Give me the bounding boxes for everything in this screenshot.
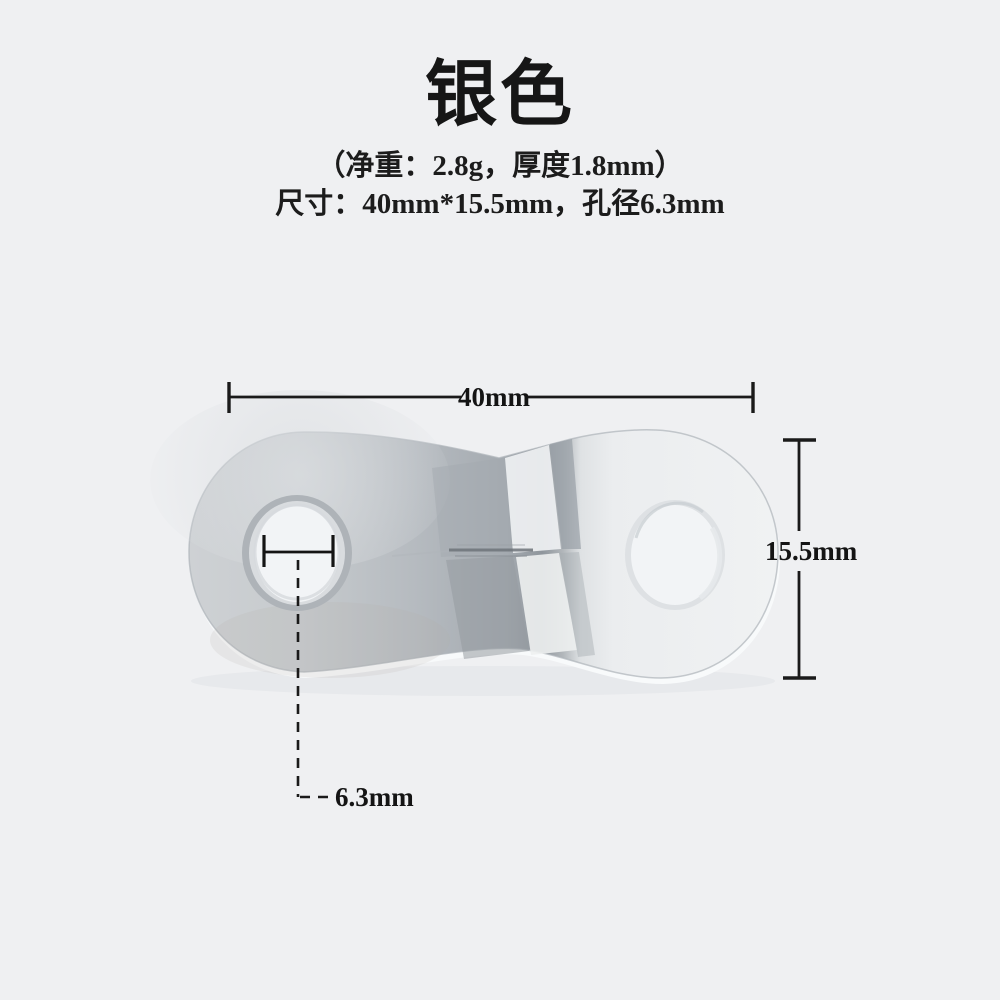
size-subtitle: 尺寸：40mm*15.5mm，孔径6.3mm	[275, 188, 725, 220]
fold-shading	[432, 439, 595, 659]
right-hole	[625, 500, 725, 610]
product-color-title: 银色	[424, 55, 575, 135]
height-dimension-line	[783, 438, 816, 680]
weight-thickness-subtitle: （净重：2.8g，厚度1.8mm）	[316, 150, 684, 182]
center-ridge	[391, 544, 533, 557]
height-dimension-label: 15.5mm	[765, 536, 858, 566]
hole-diameter-label: 6.3mm	[335, 782, 414, 812]
hole-leader-dashed-line	[296, 560, 331, 799]
width-dimension-line	[227, 382, 755, 413]
width-dimension-label: 40mm	[458, 382, 530, 412]
hole-diameter-measure	[262, 535, 335, 567]
